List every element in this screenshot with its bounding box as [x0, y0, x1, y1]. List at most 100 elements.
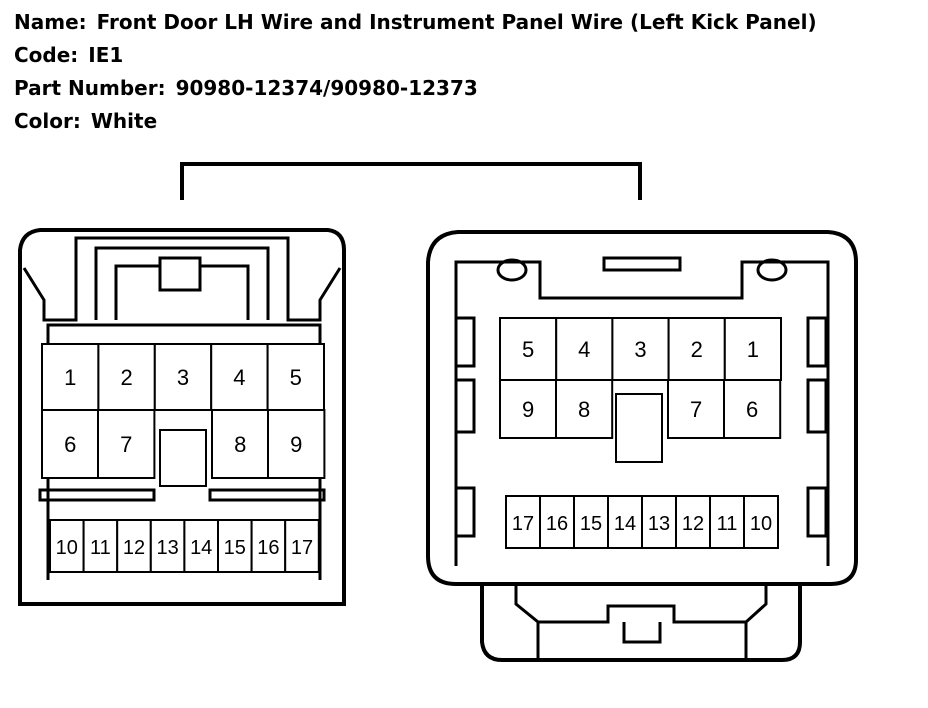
- right-side-tab-3: [454, 486, 476, 538]
- left-pin-label: 7: [120, 432, 132, 457]
- right-pin-label: 8: [578, 397, 590, 422]
- right-pin-label: 5: [522, 337, 534, 362]
- left-pin-label: 5: [290, 365, 302, 390]
- right-side-tab-1: [454, 316, 476, 368]
- color-label: Color:: [14, 109, 81, 133]
- left-pin-13: 13: [149, 519, 186, 573]
- left-pin-cavity: [267, 409, 326, 479]
- connector-info: Name: Front Door LH Wire and Instrument P…: [14, 6, 817, 138]
- right-pin-13: 13: [641, 495, 677, 549]
- right-latch: [602, 256, 682, 272]
- left-pin-11: 11: [82, 519, 119, 573]
- left-pin-12: 12: [116, 519, 152, 573]
- right-pin-label: 7: [690, 397, 702, 422]
- left-pin-cavity: [97, 343, 156, 411]
- left-pin-label: 16: [257, 537, 279, 559]
- code-value: IE1: [88, 43, 124, 67]
- left-connector-inner-frame: [22, 236, 342, 322]
- right-side-tab-2: [454, 378, 476, 434]
- left-pin-10: 10: [49, 519, 85, 573]
- right-connector-lock-tab: [514, 584, 768, 660]
- right-pin-7: 7: [667, 379, 726, 439]
- left-pin-1: 1: [41, 343, 100, 411]
- left-pin-label: 1: [64, 365, 76, 390]
- right-pin-label: 16: [546, 513, 568, 535]
- right-pin-label: 9: [522, 397, 534, 422]
- right-pin-4: 4: [555, 317, 614, 381]
- left-pin-label: 9: [290, 432, 302, 457]
- right-connector-lock-housing: [480, 584, 802, 662]
- left-connector-bottom-rail-left: [38, 488, 156, 502]
- left-pin-label: 13: [156, 537, 178, 559]
- right-pin-cavity: [723, 379, 782, 439]
- left-pin-16: 16: [250, 519, 287, 573]
- right-pin-label: 1: [747, 337, 759, 362]
- right-pin-cavity: [641, 495, 677, 549]
- right-pin-2: 2: [667, 317, 726, 381]
- right-pin-label: 12: [682, 513, 704, 535]
- right-pin-cavity: [743, 495, 779, 549]
- left-pin-cavity: [149, 519, 186, 573]
- right-pin-label: 15: [580, 513, 602, 535]
- left-connector-bottom-rail-right: [208, 488, 326, 502]
- right-pin-9: 9: [499, 379, 558, 439]
- right-pin-3: 3: [611, 317, 670, 381]
- right-pin-11: 11: [709, 495, 745, 549]
- left-pin-label: 6: [64, 432, 76, 457]
- right-pin-label: 11: [717, 513, 738, 535]
- left-pin-15: 15: [217, 519, 253, 573]
- right-pin-15: 15: [573, 495, 609, 549]
- mating-bracket: [180, 162, 642, 200]
- left-pin-label: 3: [177, 365, 189, 390]
- right-pin-label: 17: [512, 513, 534, 535]
- right-pin-cavity: [573, 495, 609, 549]
- right-pin-12: 12: [675, 495, 711, 549]
- left-pin-14: 14: [183, 519, 219, 573]
- left-pin-cavity: [153, 343, 213, 411]
- left-pin-7: 7: [97, 409, 156, 479]
- left-pin-label: 4: [233, 365, 245, 390]
- left-pin-3: 3: [153, 343, 213, 411]
- name-value: Front Door LH Wire and Instrument Panel …: [96, 10, 817, 34]
- left-pin-label: 2: [120, 365, 132, 390]
- left-pin-label: 8: [234, 432, 246, 457]
- name-label: Name:: [14, 10, 87, 34]
- right-connector-hole-left: [496, 258, 528, 282]
- right-pin-label: 10: [750, 513, 772, 535]
- name-row: Name: Front Door LH Wire and Instrument P…: [14, 6, 817, 39]
- right-connector-center-key: [615, 393, 663, 463]
- right-connector-hole-right: [756, 258, 788, 282]
- left-pin-cavity: [82, 519, 119, 573]
- left-pin-label: 14: [190, 537, 212, 559]
- left-pin-label: 17: [291, 537, 313, 559]
- right-pin-label: 6: [746, 397, 758, 422]
- left-pin-8: 8: [211, 409, 270, 479]
- right-connector-inner-frame: [454, 260, 830, 566]
- right-pin-cavity: [667, 317, 726, 381]
- left-pin-4: 4: [210, 343, 269, 411]
- right-pin-1: 1: [723, 317, 782, 381]
- right-pin-14: 14: [607, 495, 643, 549]
- right-pin-16: 16: [539, 495, 575, 549]
- right-pin-8: 8: [555, 379, 614, 439]
- left-pin-cavity: [284, 519, 320, 573]
- left-pin-6: 6: [41, 409, 100, 479]
- left-pin-cavity: [211, 409, 270, 479]
- left-pin-label: 10: [56, 537, 78, 559]
- left-pin-9: 9: [267, 409, 326, 479]
- left-pin-cavity: [41, 409, 100, 479]
- left-pin-17: 17: [284, 519, 320, 573]
- right-pin-cavity: [611, 317, 670, 381]
- right-pin-cavity: [555, 379, 614, 439]
- right-pin-5: 5: [499, 317, 558, 381]
- left-pin-cavity: [49, 519, 85, 573]
- right-pin-label: 4: [578, 337, 590, 362]
- right-pin-label: 14: [614, 513, 636, 535]
- right-pin-cavity: [667, 379, 726, 439]
- code-label: Code:: [14, 43, 79, 67]
- left-connector-housing: [18, 228, 346, 606]
- right-pin-label: 2: [691, 337, 703, 362]
- left-latch: [94, 246, 270, 320]
